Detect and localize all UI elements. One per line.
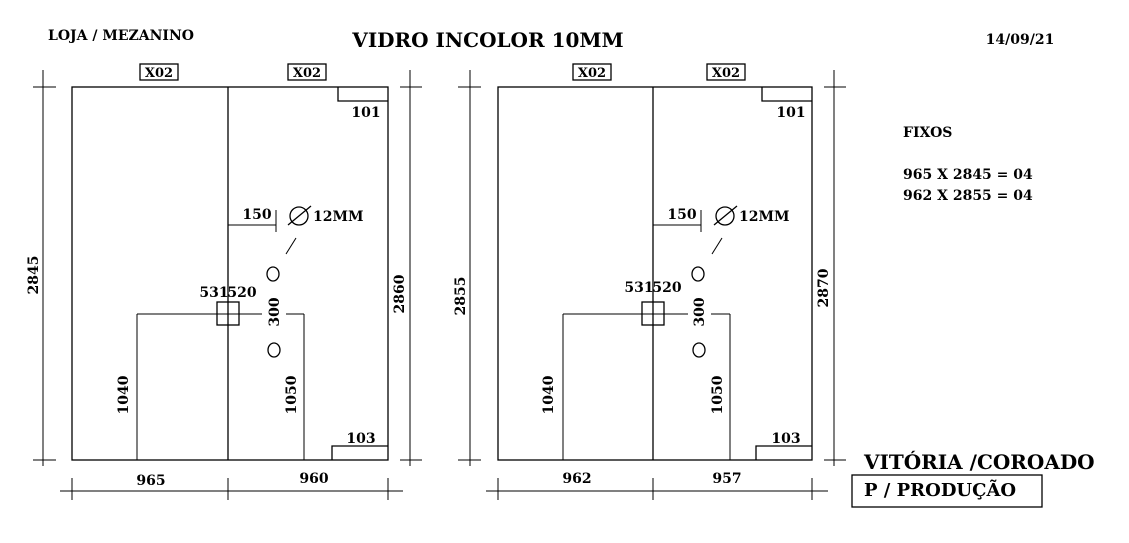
glass-panel-2: X02 X02 101 103 2855 2870 150 12MM 531 5… bbox=[453, 63, 846, 500]
height-dim-left: 2845 bbox=[26, 256, 42, 295]
dim-300: 300 bbox=[267, 297, 283, 326]
tag-right: X02 bbox=[712, 66, 740, 81]
dim-1040: 1040 bbox=[541, 375, 557, 414]
hole-top bbox=[691, 266, 705, 282]
tag-box-left bbox=[572, 63, 612, 81]
dim-1050: 1050 bbox=[710, 375, 726, 414]
corner-cutout-bottom bbox=[331, 445, 388, 460]
hole-bottom bbox=[267, 342, 281, 358]
location-label: LOJA / MEZANINO bbox=[48, 28, 194, 44]
diameter-icon bbox=[289, 206, 309, 226]
width-left: 962 bbox=[562, 471, 591, 487]
drawing-title: VIDRO INCOLOR 10MM bbox=[351, 28, 623, 52]
corner-top-dim: 101 bbox=[776, 105, 805, 121]
corner-cutout-bottom bbox=[755, 445, 812, 460]
panel-outline bbox=[497, 86, 813, 461]
hole-leader bbox=[285, 237, 297, 255]
notes-line-1: 965 X 2845 = 04 bbox=[903, 167, 1033, 183]
production-stamp-box bbox=[851, 474, 1043, 508]
drawing-date: 14/09/21 bbox=[986, 32, 1055, 48]
height-dim-right: 2870 bbox=[816, 268, 832, 307]
corner-cutout-top bbox=[761, 87, 812, 102]
dim-150: 150 bbox=[667, 207, 696, 223]
dim-520: 520 bbox=[227, 285, 256, 301]
dim-531: 531 bbox=[199, 285, 228, 301]
height-dim-right: 2860 bbox=[392, 274, 408, 313]
dim-531: 531 bbox=[624, 280, 653, 296]
corner-bottom-dim: 103 bbox=[346, 431, 375, 447]
hole-label: 12MM bbox=[313, 209, 363, 225]
tag-box-right bbox=[287, 63, 327, 81]
glass-panel-1: X02 X02 101 103 2845 2860 150 12MM 531 5… bbox=[26, 63, 422, 500]
tag-right: X02 bbox=[293, 66, 321, 81]
hole-top bbox=[266, 266, 280, 282]
dim-150: 150 bbox=[242, 207, 271, 223]
hole-bottom bbox=[692, 342, 706, 358]
width-right: 960 bbox=[299, 471, 328, 487]
notes-line-2: 962 X 2855 = 04 bbox=[903, 188, 1033, 204]
width-right: 957 bbox=[712, 471, 741, 487]
tag-box-left bbox=[139, 63, 179, 81]
tag-box-right bbox=[706, 63, 746, 81]
corner-cutout-top bbox=[337, 87, 388, 102]
dim-300: 300 bbox=[692, 297, 708, 326]
panel-outline bbox=[71, 86, 389, 461]
dim-1050: 1050 bbox=[284, 375, 300, 414]
tag-left: X02 bbox=[578, 66, 606, 81]
dim-520: 520 bbox=[652, 280, 681, 296]
production-stamp: P / PRODUÇÃO bbox=[864, 478, 1016, 501]
dim-1040: 1040 bbox=[116, 375, 132, 414]
hole-leader bbox=[711, 237, 723, 255]
corner-bottom-dim: 103 bbox=[771, 431, 800, 447]
corner-top-dim: 101 bbox=[351, 105, 380, 121]
width-left: 965 bbox=[136, 473, 165, 489]
hole-label: 12MM bbox=[739, 209, 789, 225]
client-name: VITÓRIA /COROADO bbox=[863, 449, 1095, 474]
height-dim-left: 2855 bbox=[453, 277, 469, 316]
tag-left: X02 bbox=[145, 66, 173, 81]
diameter-icon bbox=[715, 206, 735, 226]
notes-heading: FIXOS bbox=[903, 125, 952, 141]
